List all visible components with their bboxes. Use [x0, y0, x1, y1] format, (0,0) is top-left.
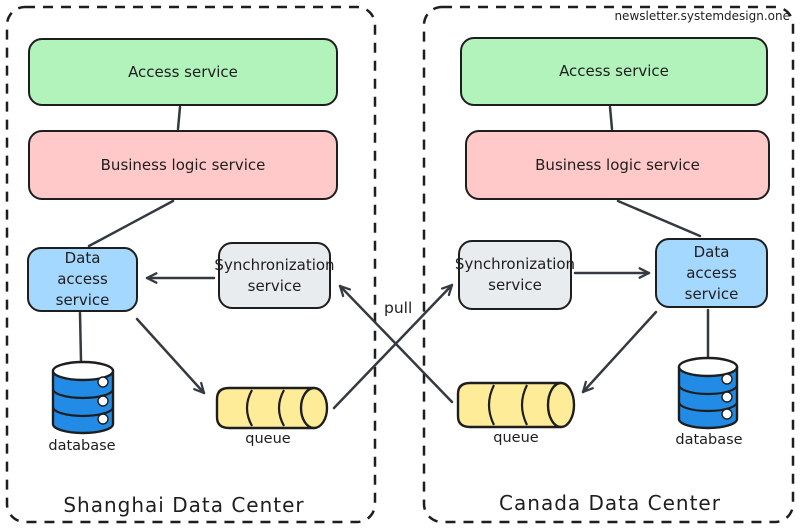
edge-pull-shanghai-queue-to-canada-sync: [332, 283, 454, 410]
shanghai-data-access-service-label: Data access service: [55, 249, 110, 309]
canada-business-logic-service-box: Business logic service: [465, 130, 770, 200]
shanghai-database-label: database: [48, 438, 116, 454]
canada-access-service-box: Access service: [460, 37, 768, 106]
canada-synchronization-service-box: Synchronization service: [454, 240, 576, 310]
shanghai-synchronization-service-box: Synchronization service: [214, 242, 335, 309]
shanghai-business-logic-service-box: Business logic service: [28, 130, 338, 200]
canada-datacenter-title: Canada Data Center: [499, 491, 721, 515]
canada-business-logic-service-label: Business logic service: [535, 155, 700, 174]
watermark: newsletter.systemdesign.one: [614, 9, 790, 23]
shanghai-access-service-label: Access service: [128, 62, 238, 81]
shanghai-database-icon: [51, 360, 115, 435]
canada-datacenter-frame: [422, 5, 795, 524]
canada-queue-icon: [456, 381, 576, 429]
edge-dataaccess-to-queue-shanghai: [135, 317, 206, 395]
edge-dataaccess-to-queue-canada: [581, 310, 658, 394]
shanghai-synchronization-service-label: Synchronization service: [214, 255, 335, 295]
shanghai-business-logic-service-label: Business logic service: [100, 155, 266, 174]
shanghai-queue-icon: [215, 386, 329, 430]
pull-label: pull: [384, 299, 413, 317]
edge-business-to-dataaccess-canada: [616, 199, 702, 238]
shanghai-datacenter-frame: [5, 5, 377, 524]
canada-database-label: database: [675, 432, 743, 448]
canada-data-access-service-box: Data access service: [655, 238, 768, 308]
edge-access-to-business-canada: [608, 105, 614, 131]
shanghai-data-access-service-box: Data access service: [27, 247, 138, 312]
edge-business-to-dataaccess-shanghai: [87, 199, 175, 248]
canada-database-icon: [677, 356, 739, 430]
canada-access-service-label: Access service: [559, 62, 669, 80]
canada-queue-label: queue: [493, 430, 539, 446]
shanghai-queue-label: queue: [245, 431, 291, 447]
canada-data-access-service-label: Data access service: [684, 242, 739, 303]
edge-dataaccess-to-database-shanghai: [78, 311, 83, 363]
edge-pull-canada-queue-to-shanghai-sync: [338, 284, 454, 404]
edge-access-to-business-shanghai: [176, 105, 182, 131]
shanghai-datacenter-title: Shanghai Data Center: [63, 493, 305, 517]
canada-synchronization-service-label: Synchronization service: [454, 255, 576, 294]
shanghai-access-service-box: Access service: [28, 38, 338, 106]
